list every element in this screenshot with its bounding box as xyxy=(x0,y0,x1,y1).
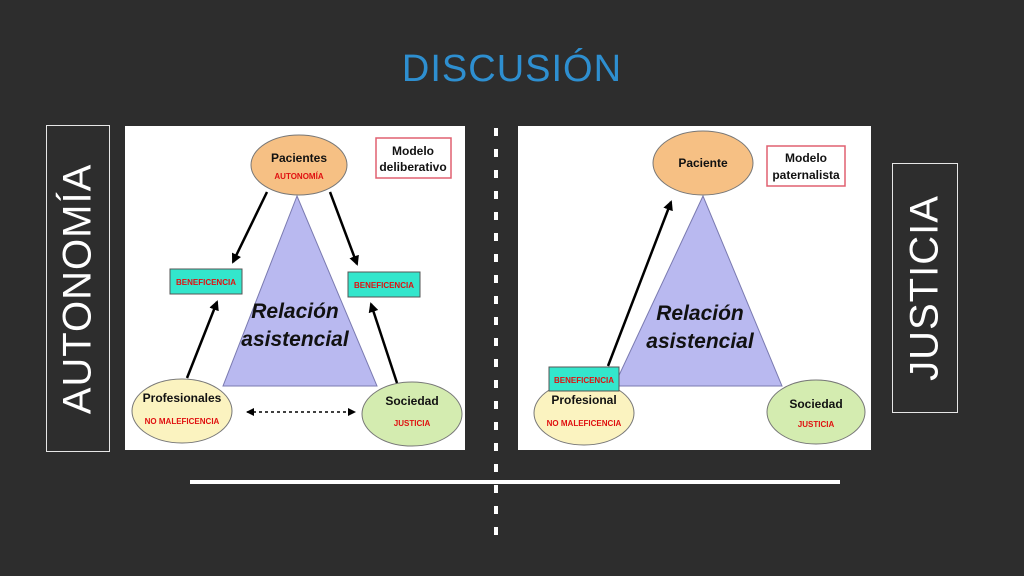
justice-principle-label: JUSTICIA xyxy=(394,419,431,428)
model-label-line1: Modelo xyxy=(392,144,434,158)
non-maleficence-label: NO MALEFICENCIA xyxy=(145,417,220,426)
arrow-patients-to-beneficence-right xyxy=(328,191,359,266)
triangle-label-line1-paternalist: Relación xyxy=(656,302,744,325)
deliberative-model-panel: Relación asistencial Modelo deliberativo… xyxy=(125,126,465,450)
care-relationship-triangle-paternalist xyxy=(613,194,783,387)
professionals-node xyxy=(131,378,233,444)
beneficence-label-left: BENEFICENCIA xyxy=(176,278,236,287)
non-maleficence-label-paternalist: NO MALEFICENCIA xyxy=(547,419,622,428)
model-label-line2-paternalist: paternalista xyxy=(772,168,840,182)
autonomia-label: AUTONOMÍA xyxy=(55,163,100,414)
justice-principle-label-paternalist: JUSTICIA xyxy=(798,420,835,429)
model-label-box xyxy=(375,137,452,179)
arrow-patients-to-beneficence-left xyxy=(231,191,269,264)
beneficence-box-left xyxy=(169,268,243,295)
justicia-label: JUSTICIA xyxy=(902,195,947,381)
beneficence-box-right xyxy=(347,271,421,298)
patient-node-label: Paciente xyxy=(678,156,728,170)
justicia-label-box: JUSTICIA xyxy=(892,163,958,413)
patient-node xyxy=(652,130,754,196)
society-node-label: Sociedad xyxy=(385,394,438,408)
model-label-box-paternalist xyxy=(766,145,846,187)
triangle-label-line1: Relación xyxy=(251,300,339,323)
beneficence-label-right: BENEFICENCIA xyxy=(354,281,414,290)
society-node-label-paternalist: Sociedad xyxy=(789,397,842,411)
patients-node-label: Pacientes xyxy=(271,151,327,165)
professional-node-label: Profesional xyxy=(551,393,616,407)
arrow-society-to-beneficence xyxy=(368,302,399,384)
care-relationship-triangle xyxy=(222,194,378,387)
professionals-node-label: Profesionales xyxy=(143,391,222,405)
slide-title: DISCUSIÓN xyxy=(401,48,623,90)
arrow-beneficence-to-patient xyxy=(606,200,673,367)
paternalist-model-panel: Relación asistencial Modelo paternalista… xyxy=(518,126,871,450)
patients-node xyxy=(250,134,348,196)
model-label-line1-paternalist: Modelo xyxy=(785,151,827,165)
deliberative-model-diagram: Relación asistencial Modelo deliberativo… xyxy=(131,134,463,447)
arrow-professionals-to-beneficence xyxy=(185,300,219,379)
paternalist-model-diagram: Relación asistencial Modelo paternalista… xyxy=(533,130,866,446)
society-node-paternalist xyxy=(766,379,866,445)
beneficence-box xyxy=(548,366,620,392)
society-node xyxy=(361,381,463,447)
horizontal-separator xyxy=(190,480,840,484)
autonomy-principle-label: AUTONOMÍA xyxy=(274,172,323,181)
beneficence-label: BENEFICENCIA xyxy=(554,376,614,385)
model-label-line2: deliberativo xyxy=(379,160,446,174)
triangle-label-line2: asistencial xyxy=(241,328,350,351)
triangle-label-line2-paternalist: asistencial xyxy=(646,330,755,353)
autonomia-label-box: AUTONOMÍA xyxy=(46,125,110,452)
